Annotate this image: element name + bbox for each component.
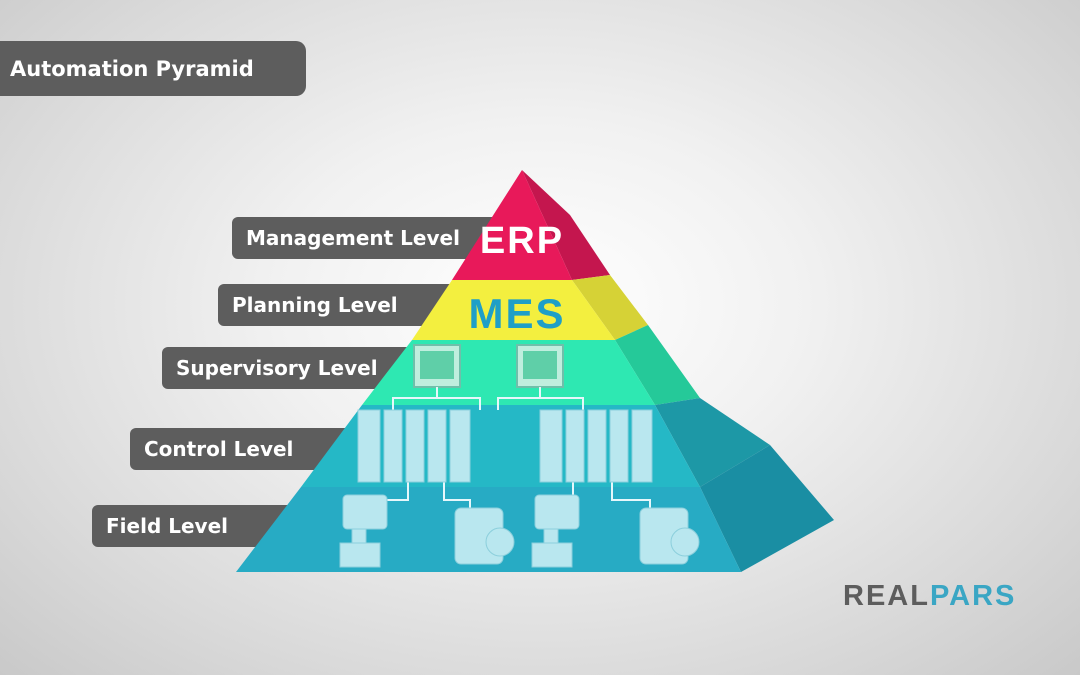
mes-text: MES xyxy=(468,290,565,337)
hmi-panel-icon xyxy=(516,344,564,388)
plc-rack-icon xyxy=(539,409,653,483)
level-label-management: Management Level xyxy=(232,217,502,259)
level-label-control: Control Level xyxy=(130,428,350,470)
transmitter-icon xyxy=(339,494,388,568)
logo-part-pars: PARS xyxy=(929,580,1017,612)
pyramid-layer-supervisory xyxy=(362,340,655,405)
level-label-planning: Planning Level xyxy=(218,284,458,326)
page-title: Automation Pyramid xyxy=(0,41,306,96)
transmitter-icon xyxy=(531,494,580,568)
motor-icon xyxy=(639,507,700,565)
logo-part-real: REAL xyxy=(843,580,930,612)
motor-icon xyxy=(454,507,515,565)
level-label-supervisory: Supervisory Level xyxy=(162,347,412,389)
hmi-panel-icon xyxy=(413,344,461,388)
pyramid-side-erp xyxy=(522,170,610,280)
realpars-logo: REALPARS xyxy=(843,580,1016,613)
pyramid-side-supervisory xyxy=(615,325,700,405)
plc-rack-icon xyxy=(357,409,471,483)
pyramid-side-field xyxy=(700,445,834,572)
pyramid-side-control xyxy=(655,398,770,487)
pyramid-side-mes xyxy=(572,275,648,340)
pyramid-layer-erp xyxy=(452,170,572,280)
erp-text: ERP xyxy=(480,220,564,262)
pyramid-layer-mes xyxy=(412,280,615,340)
